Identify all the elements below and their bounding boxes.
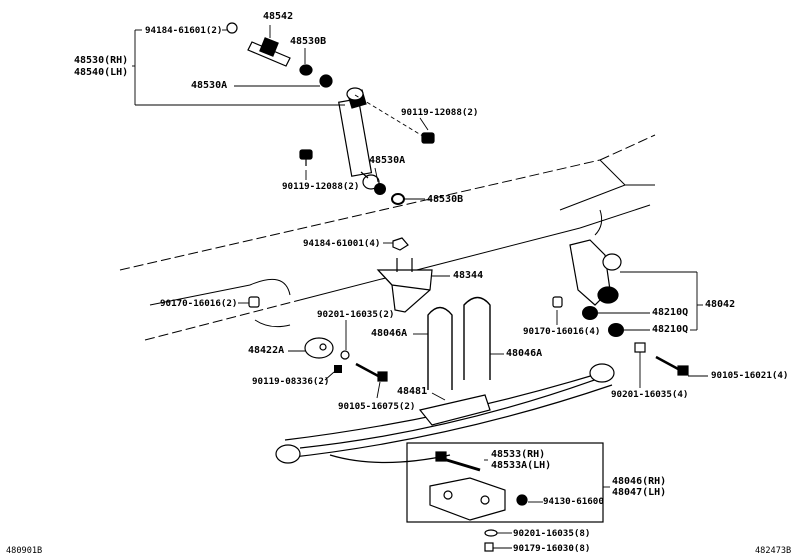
part-label-90170-16016-right: 90170-16016(4) bbox=[523, 326, 601, 337]
part-label-90119-12088-a: 90119-12088(2) bbox=[401, 107, 479, 118]
part-label-94130-61600: 94130-61600 bbox=[543, 496, 604, 507]
part-label-48042: 48042 bbox=[705, 299, 736, 310]
part-label-48047-lh: 48047(LH) bbox=[612, 487, 667, 498]
spring-seat-48344 bbox=[376, 258, 433, 313]
part-label-48530A-top: 48530A bbox=[191, 80, 228, 91]
part-label-48542: 48542 bbox=[263, 11, 294, 22]
nut-90170-right bbox=[552, 296, 563, 308]
part-label-48422A: 48422A bbox=[248, 345, 285, 356]
nut-icon bbox=[226, 22, 238, 34]
washer-icon bbox=[484, 529, 498, 537]
part-label-48533A-lh: 48533A(LH) bbox=[491, 460, 552, 471]
seat-48481 bbox=[418, 394, 491, 426]
part-label-48530A-mid: 48530A bbox=[369, 155, 406, 166]
bolt-90105-16021 bbox=[655, 355, 689, 376]
bolt-90119-b bbox=[299, 149, 313, 166]
stud-bolt-48542 bbox=[247, 37, 333, 88]
part-label-48533-rh: 48533(RH) bbox=[491, 449, 546, 460]
part-label-48210Q-a: 48210Q bbox=[652, 307, 689, 318]
part-label-48046A-left: 48046A bbox=[371, 328, 408, 339]
nut-icon bbox=[484, 542, 494, 552]
part-label-90170-16016-left: 90170-16016(2) bbox=[160, 298, 238, 309]
bushing-48210Q-b bbox=[608, 323, 624, 337]
part-label-48046A-right: 48046A bbox=[506, 348, 543, 359]
part-label-90105-16075: 90105-16075(2) bbox=[338, 401, 416, 412]
part-label-48540-lh: 48540(LH) bbox=[74, 67, 129, 78]
diagram-code-right: 482473B bbox=[755, 546, 792, 556]
part-label-48046-rh: 48046(RH) bbox=[612, 476, 667, 487]
part-label-90105-16021: 90105-16021(4) bbox=[711, 370, 789, 381]
part-label-90201-16035-b: 90201-16035(8) bbox=[513, 528, 591, 539]
part-label-48481: 48481 bbox=[397, 386, 428, 397]
part-label-48344: 48344 bbox=[453, 270, 484, 281]
bolt-90105-16075 bbox=[355, 362, 388, 382]
part-label-90179-16030: 90179-16030(8) bbox=[513, 543, 591, 554]
nut-icon bbox=[392, 237, 409, 251]
inset-parts bbox=[429, 451, 528, 521]
washer-90201-right bbox=[634, 342, 646, 353]
part-label-90119-12088-b: 90119-12088(2) bbox=[282, 181, 360, 192]
shackle-48042 bbox=[569, 239, 622, 306]
bolt-90119-a bbox=[421, 132, 435, 144]
bolt-90119-08336 bbox=[334, 365, 342, 373]
nut-90170-left bbox=[248, 296, 260, 308]
part-label-94184-61601: 94184-61601(2) bbox=[145, 25, 223, 36]
shock-absorber bbox=[338, 87, 380, 190]
inset-box bbox=[406, 442, 604, 523]
part-label-48210Q-b: 48210Q bbox=[652, 324, 689, 335]
part-label-90201-16035-left: 90201-16035(2) bbox=[317, 309, 395, 320]
part-label-90119-08336: 90119-08336(2) bbox=[252, 376, 330, 387]
part-label-94184-61001: 94184-61001(4) bbox=[303, 238, 381, 249]
bracket-48422A bbox=[304, 337, 350, 360]
leader-lines bbox=[132, 25, 708, 549]
part-label-48530B-mid: 48530B bbox=[427, 194, 464, 205]
part-label-48530-rh: 48530(RH) bbox=[74, 55, 129, 66]
part-label-48530B-top: 48530B bbox=[290, 36, 327, 47]
diagram-code-left: 480901B bbox=[6, 546, 43, 556]
bushing-48530B bbox=[391, 193, 405, 205]
bushing-48210Q-a bbox=[582, 306, 598, 320]
part-label-90201-16035-right: 90201-16035(4) bbox=[611, 389, 689, 400]
u-bolt-48046A bbox=[427, 296, 491, 390]
frame-outline bbox=[119, 134, 656, 341]
bushing-48530A bbox=[374, 183, 386, 195]
